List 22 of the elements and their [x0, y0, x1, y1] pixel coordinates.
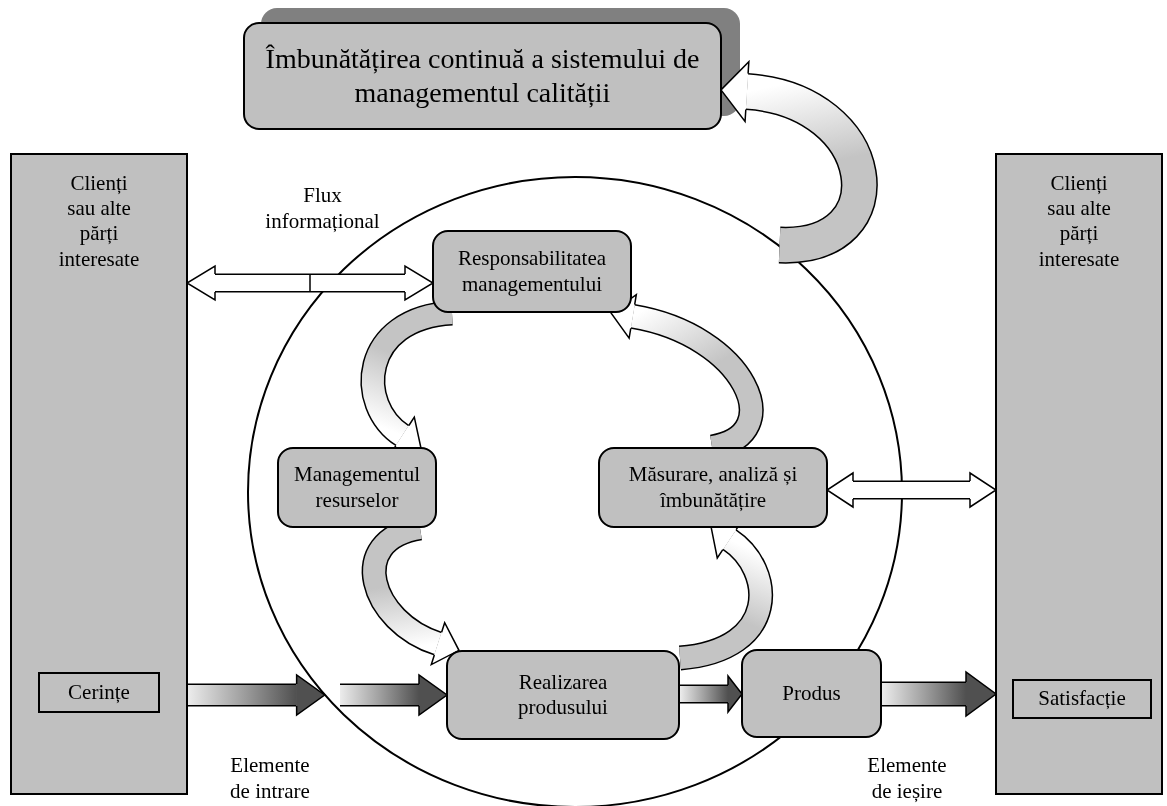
edge-label: Elemente de ieșire — [866, 752, 948, 805]
node-text: Produs — [782, 680, 841, 707]
process-box — [432, 230, 632, 313]
process-box — [277, 447, 437, 528]
process-box — [243, 22, 722, 130]
node-text: Măsurare, analiză și îmbunătățire — [627, 462, 799, 513]
process-box — [446, 650, 680, 740]
stakeholder-panel — [10, 153, 188, 795]
node-text: Cerințe — [68, 679, 130, 706]
edge-label: Flux informațional — [264, 182, 381, 235]
label-box — [38, 672, 160, 713]
label-box — [1012, 679, 1152, 719]
node-text: Realizarea produsului — [517, 669, 609, 721]
node-text: Responsabilitatea managementului — [456, 246, 608, 297]
node-text: Satisfacție — [1038, 686, 1126, 712]
stakeholder-panel — [995, 153, 1163, 795]
process-box — [598, 447, 828, 528]
node-text: Clienți sau alte părți interesate — [57, 171, 141, 272]
node-text: Îmbunătățirea continuă a sistemului de managementul calității — [264, 42, 701, 110]
node-text: Managementul resurselor — [293, 462, 421, 513]
node-text: Clienți sau alte părți interesate — [1037, 171, 1121, 272]
edge-label: Elemente de intrare — [229, 752, 311, 805]
